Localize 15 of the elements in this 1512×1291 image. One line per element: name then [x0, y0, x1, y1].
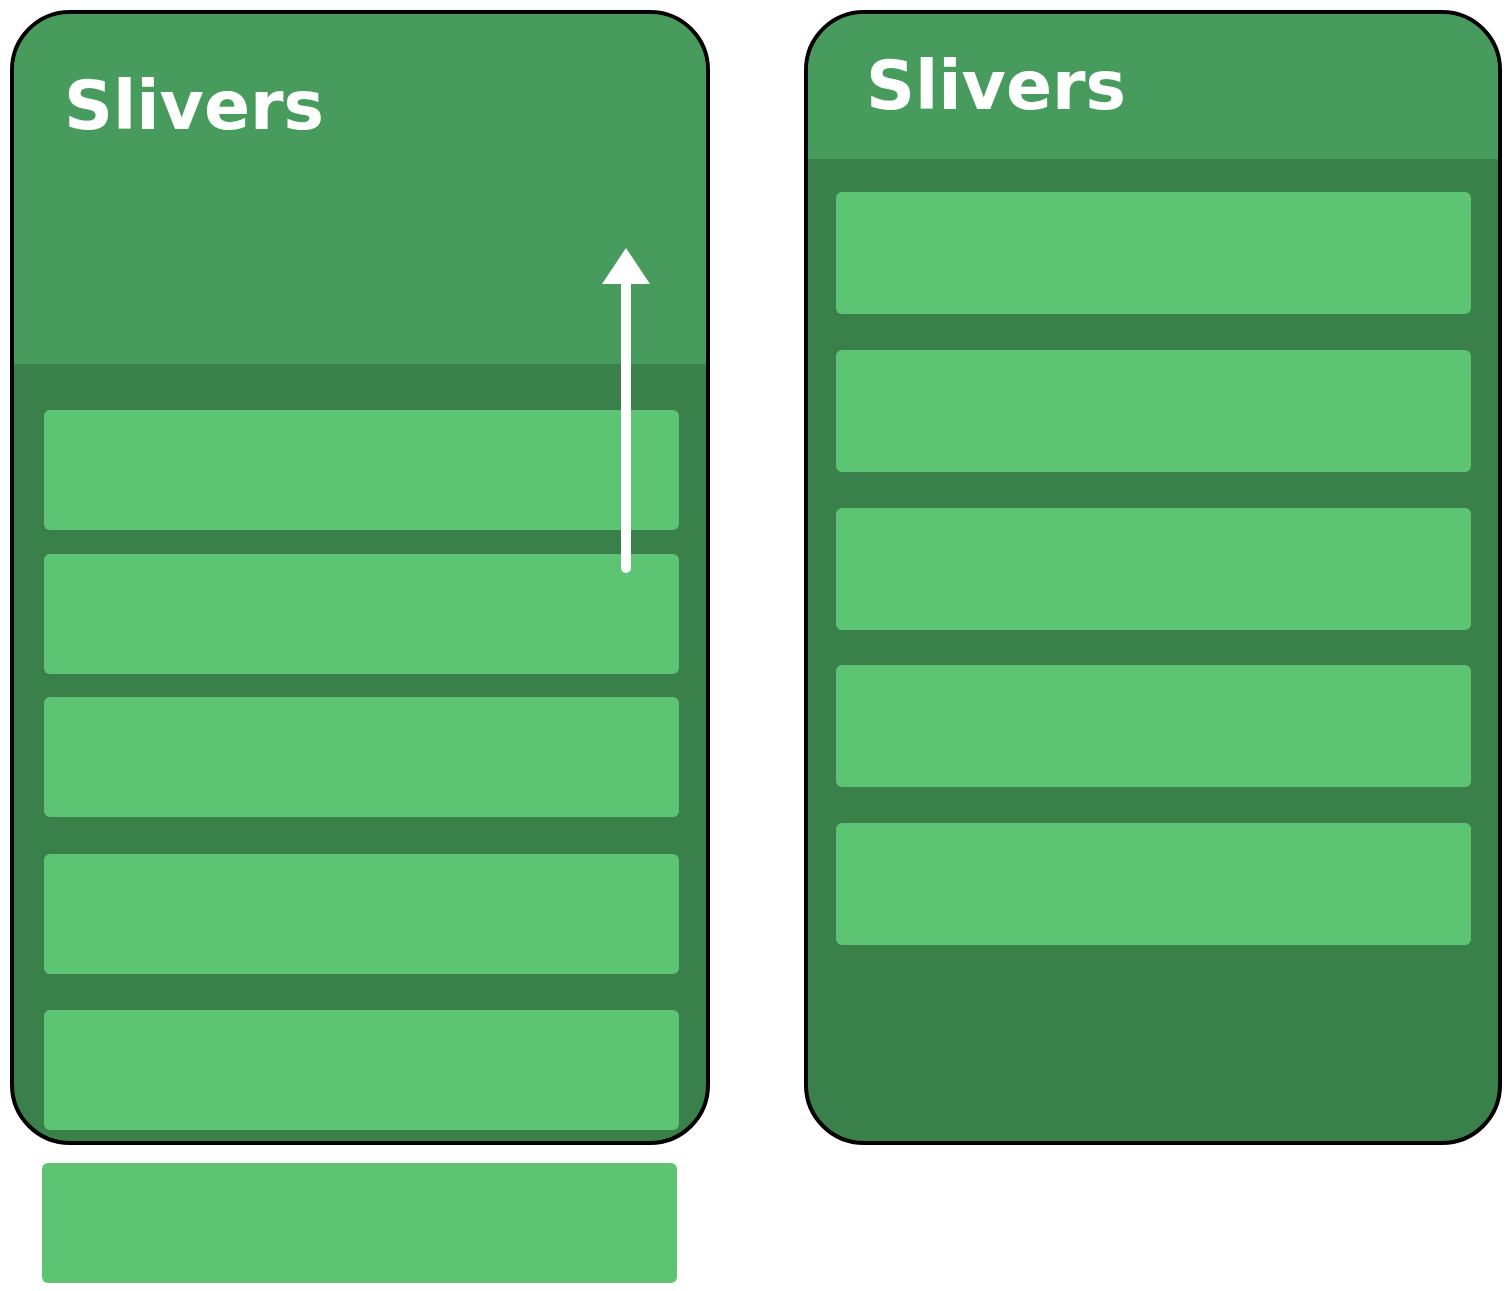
list-item-bar: [836, 508, 1471, 630]
header-title: Slivers: [866, 52, 1127, 120]
list-item-bar: [44, 1010, 679, 1130]
list-item-bar: [836, 192, 1471, 314]
header-title: Slivers: [64, 72, 325, 140]
list-item-bar: [44, 410, 679, 530]
phone-screen-panel: [10, 10, 710, 1145]
list-item-bar: [44, 697, 679, 817]
list-item-bar: [44, 554, 679, 674]
list-item-bar: [836, 665, 1471, 787]
list-item-bar: [42, 1163, 677, 1283]
list-item-bar: [836, 823, 1471, 945]
phone-screen-panel: [804, 10, 1502, 1145]
list-item-bar: [44, 854, 679, 974]
list-item-bar: [836, 350, 1471, 472]
